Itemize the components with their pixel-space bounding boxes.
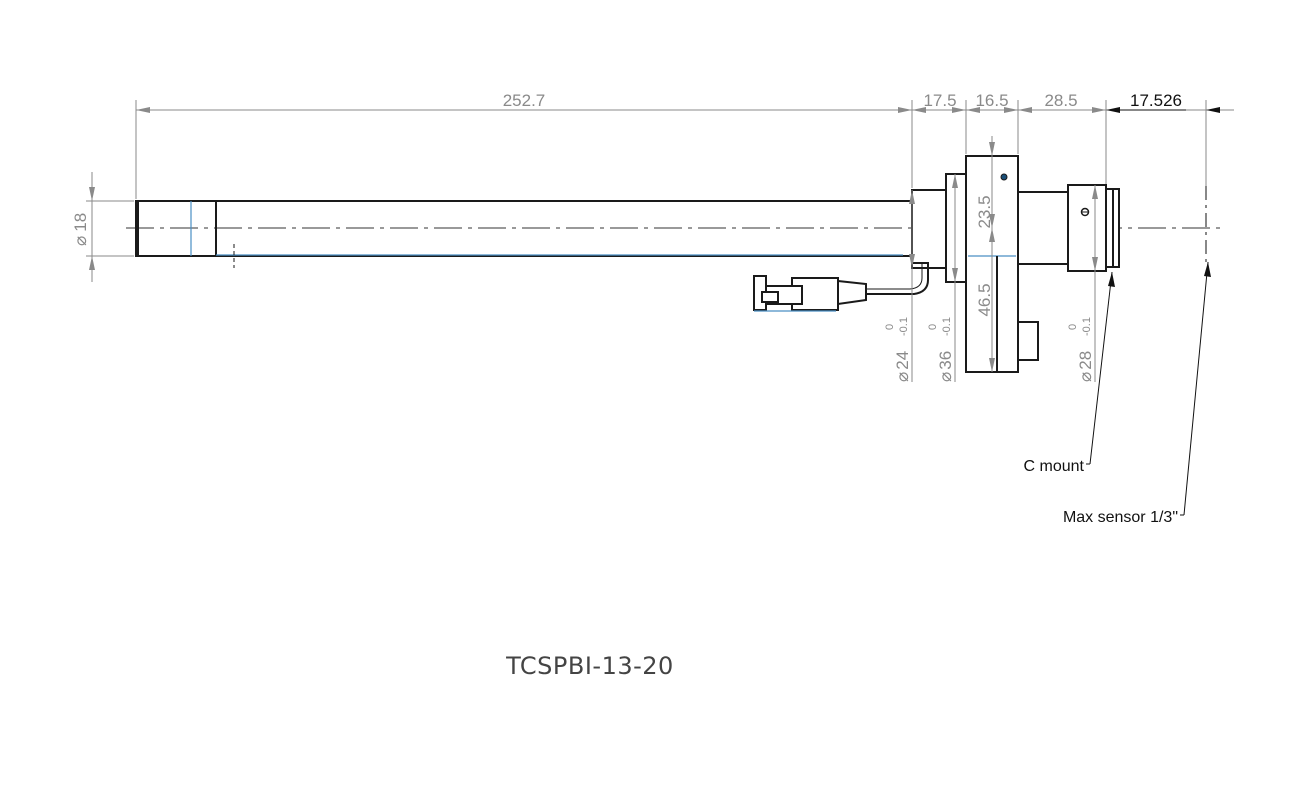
leader-max-sensor [1180,186,1211,516]
diameter-symbol: ⌀ [1076,372,1095,382]
dim-height-lower: 46.5 [975,283,994,316]
top-dimensions [135,100,1234,199]
dim-heights [989,136,995,372]
tol-lower-28: -0.1 [1081,317,1093,336]
label-diameter-24: ⌀ 24 [893,351,912,382]
diameter-symbol: ⌀ [71,236,90,246]
callout-max-sensor: Max sensor 1/3" [1063,509,1178,526]
diameter-value: 36 [936,351,955,370]
tol-upper-28: 0 [1067,324,1079,330]
dim-diameter-36 [952,174,958,382]
tube-body [135,200,913,268]
dim-tube-diameter [86,172,134,282]
callout-c-mount: C mount [1024,458,1085,475]
housing [911,155,1120,373]
dim-diameter-28 [1092,185,1098,382]
diameter-value: 18 [71,213,90,232]
part-number-title: TCSPBI-13-20 [505,652,674,680]
dim-seg-3: 28.5 [1044,91,1077,110]
dim-seg-1: 17.5 [923,91,956,110]
dim-seg-2: 16.5 [975,91,1008,110]
diameter-symbol: ⌀ [893,372,912,382]
cable-connector [753,262,929,312]
diameter-value: 24 [893,351,912,370]
leader-c-mount [1086,271,1115,465]
diameter-value: 28 [1076,351,1095,370]
label-diameter-36: ⌀ 36 [936,351,955,382]
tol-lower-24: -0.1 [898,317,910,336]
tol-upper-36: 0 [927,324,939,330]
dim-height-upper: 23.5 [975,195,994,228]
dim-overall-length: 252.7 [503,91,546,110]
dim-diameter-24 [909,190,915,382]
dim-back-focus: 17.526 [1130,91,1182,110]
tol-lower-36: -0.1 [941,317,953,336]
diameter-symbol: ⌀ [936,372,955,382]
label-diameter-28: ⌀ 28 [1076,351,1095,382]
tol-upper-24: 0 [884,324,896,330]
label-diameter-18: ⌀ 18 [71,213,90,246]
